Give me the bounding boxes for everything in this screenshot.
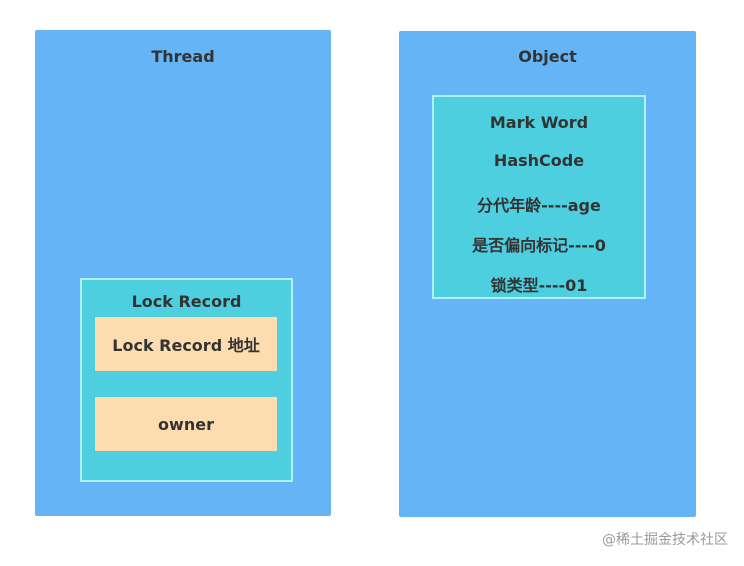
- mark-word-biased-flag: 是否偏向标记----0: [472, 236, 606, 255]
- lock-record-title: Lock Record: [131, 292, 242, 311]
- object-panel: Object Mark Word HashCode 分代年龄----age 是否…: [399, 31, 696, 517]
- watermark: @稀土掘金技术社区: [602, 532, 728, 548]
- mark-word-lock-type: 锁类型----01: [490, 276, 588, 295]
- lock-record-box: Lock Record Lock Record 地址 owner: [80, 278, 293, 482]
- thread-title: Thread: [151, 47, 215, 66]
- lock-record-owner-field: owner: [95, 397, 277, 451]
- object-title: Object: [518, 47, 577, 66]
- mark-word-title: Mark Word: [489, 113, 589, 132]
- lock-record-address-field: Lock Record 地址: [95, 317, 277, 371]
- mark-word-age: 分代年龄----age: [477, 196, 601, 215]
- mark-word-hashcode: HashCode: [493, 151, 585, 170]
- mark-word-box: Mark Word HashCode 分代年龄----age 是否偏向标记---…: [432, 95, 646, 299]
- thread-panel: Thread Lock Record Lock Record 地址 owner: [35, 30, 331, 516]
